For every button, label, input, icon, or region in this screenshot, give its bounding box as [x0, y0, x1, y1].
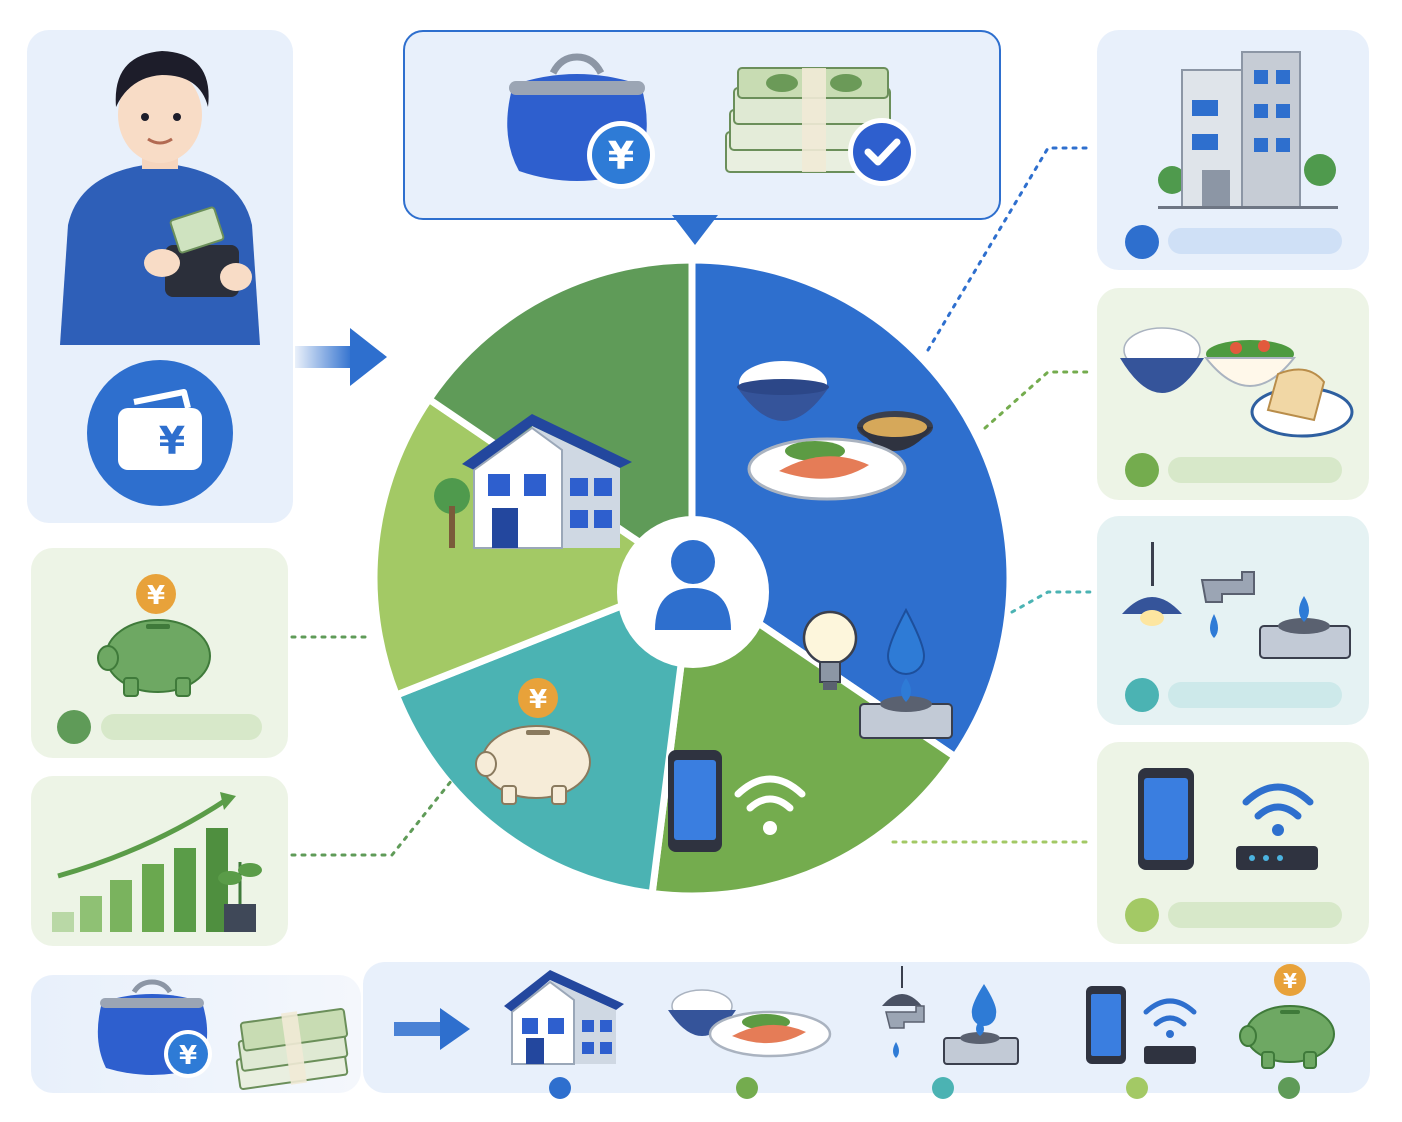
- pie-segment-savings: [425, 256, 696, 582]
- apartment-building-icon: [1158, 51, 1338, 209]
- svg-text:¥: ¥: [159, 419, 185, 463]
- house-icon: [434, 414, 632, 549]
- flow-dot-communication: [1126, 1077, 1148, 1099]
- legend-bar-housing: [1168, 228, 1342, 254]
- svg-text:¥: ¥: [1283, 969, 1297, 993]
- lamp-tap-stove-icon: [1122, 542, 1351, 659]
- growth-chart-icon: [52, 792, 262, 932]
- green-piggy-bank-icon: ¥: [97, 574, 211, 697]
- legend-bar-communication: [1168, 902, 1342, 928]
- legend-bar-food: [1168, 457, 1342, 483]
- flow-dot-utilities: [932, 1077, 954, 1099]
- user-icon: [655, 540, 731, 630]
- legend-dot-utilities: [1125, 678, 1159, 712]
- utilities-icon: [802, 607, 953, 739]
- connector-utilities: [1010, 590, 1095, 614]
- center-user-badge: [617, 516, 769, 668]
- legend-bar-savings: [101, 714, 262, 740]
- phone-router-icon: [1138, 768, 1318, 870]
- piggy-bank-small-icon: ¥: [1239, 964, 1335, 1069]
- cash-stack-check-icon: [725, 67, 916, 186]
- callout-pointer: [672, 215, 718, 245]
- connector-housing: [926, 146, 1095, 352]
- flow-dot-food: [736, 1077, 758, 1099]
- connector-investment: [290, 778, 454, 857]
- person-wallet-icon: [60, 51, 260, 345]
- connector-food: [983, 370, 1095, 430]
- legend-dot-communication: [1125, 898, 1159, 932]
- cash-stack-small-icon: [235, 1008, 349, 1090]
- piggy-bank-icon: ¥: [475, 678, 591, 805]
- flow-dot-housing: [549, 1077, 571, 1099]
- legend-bar-utilities: [1168, 682, 1342, 708]
- svg-text:¥: ¥: [179, 1041, 197, 1071]
- purse-yen-icon: ¥: [507, 53, 655, 189]
- legend-dot-food: [1125, 453, 1159, 487]
- rice-salad-toast-icon: [1120, 327, 1354, 438]
- meal-icon: [737, 361, 933, 501]
- utilities-small-icon: [882, 966, 1019, 1065]
- flow-arrow-bottom-icon: [394, 1008, 470, 1050]
- wallet-yen-icon: ¥: [87, 360, 233, 506]
- house-small-icon: [504, 970, 624, 1065]
- legend-dot-savings: [57, 710, 91, 744]
- flow-arrow-icon: [295, 328, 387, 386]
- phone-router-small-icon: [1086, 986, 1197, 1064]
- svg-text:¥: ¥: [529, 685, 547, 715]
- phone-wifi-icon: [668, 750, 806, 852]
- svg-text:¥: ¥: [147, 581, 165, 611]
- flow-dot-savings: [1278, 1077, 1300, 1099]
- svg-text:¥: ¥: [608, 134, 634, 178]
- legend-dot-housing: [1125, 225, 1159, 259]
- meal-small-icon: [668, 989, 832, 1058]
- purse-yen-small-icon: ¥: [97, 979, 212, 1078]
